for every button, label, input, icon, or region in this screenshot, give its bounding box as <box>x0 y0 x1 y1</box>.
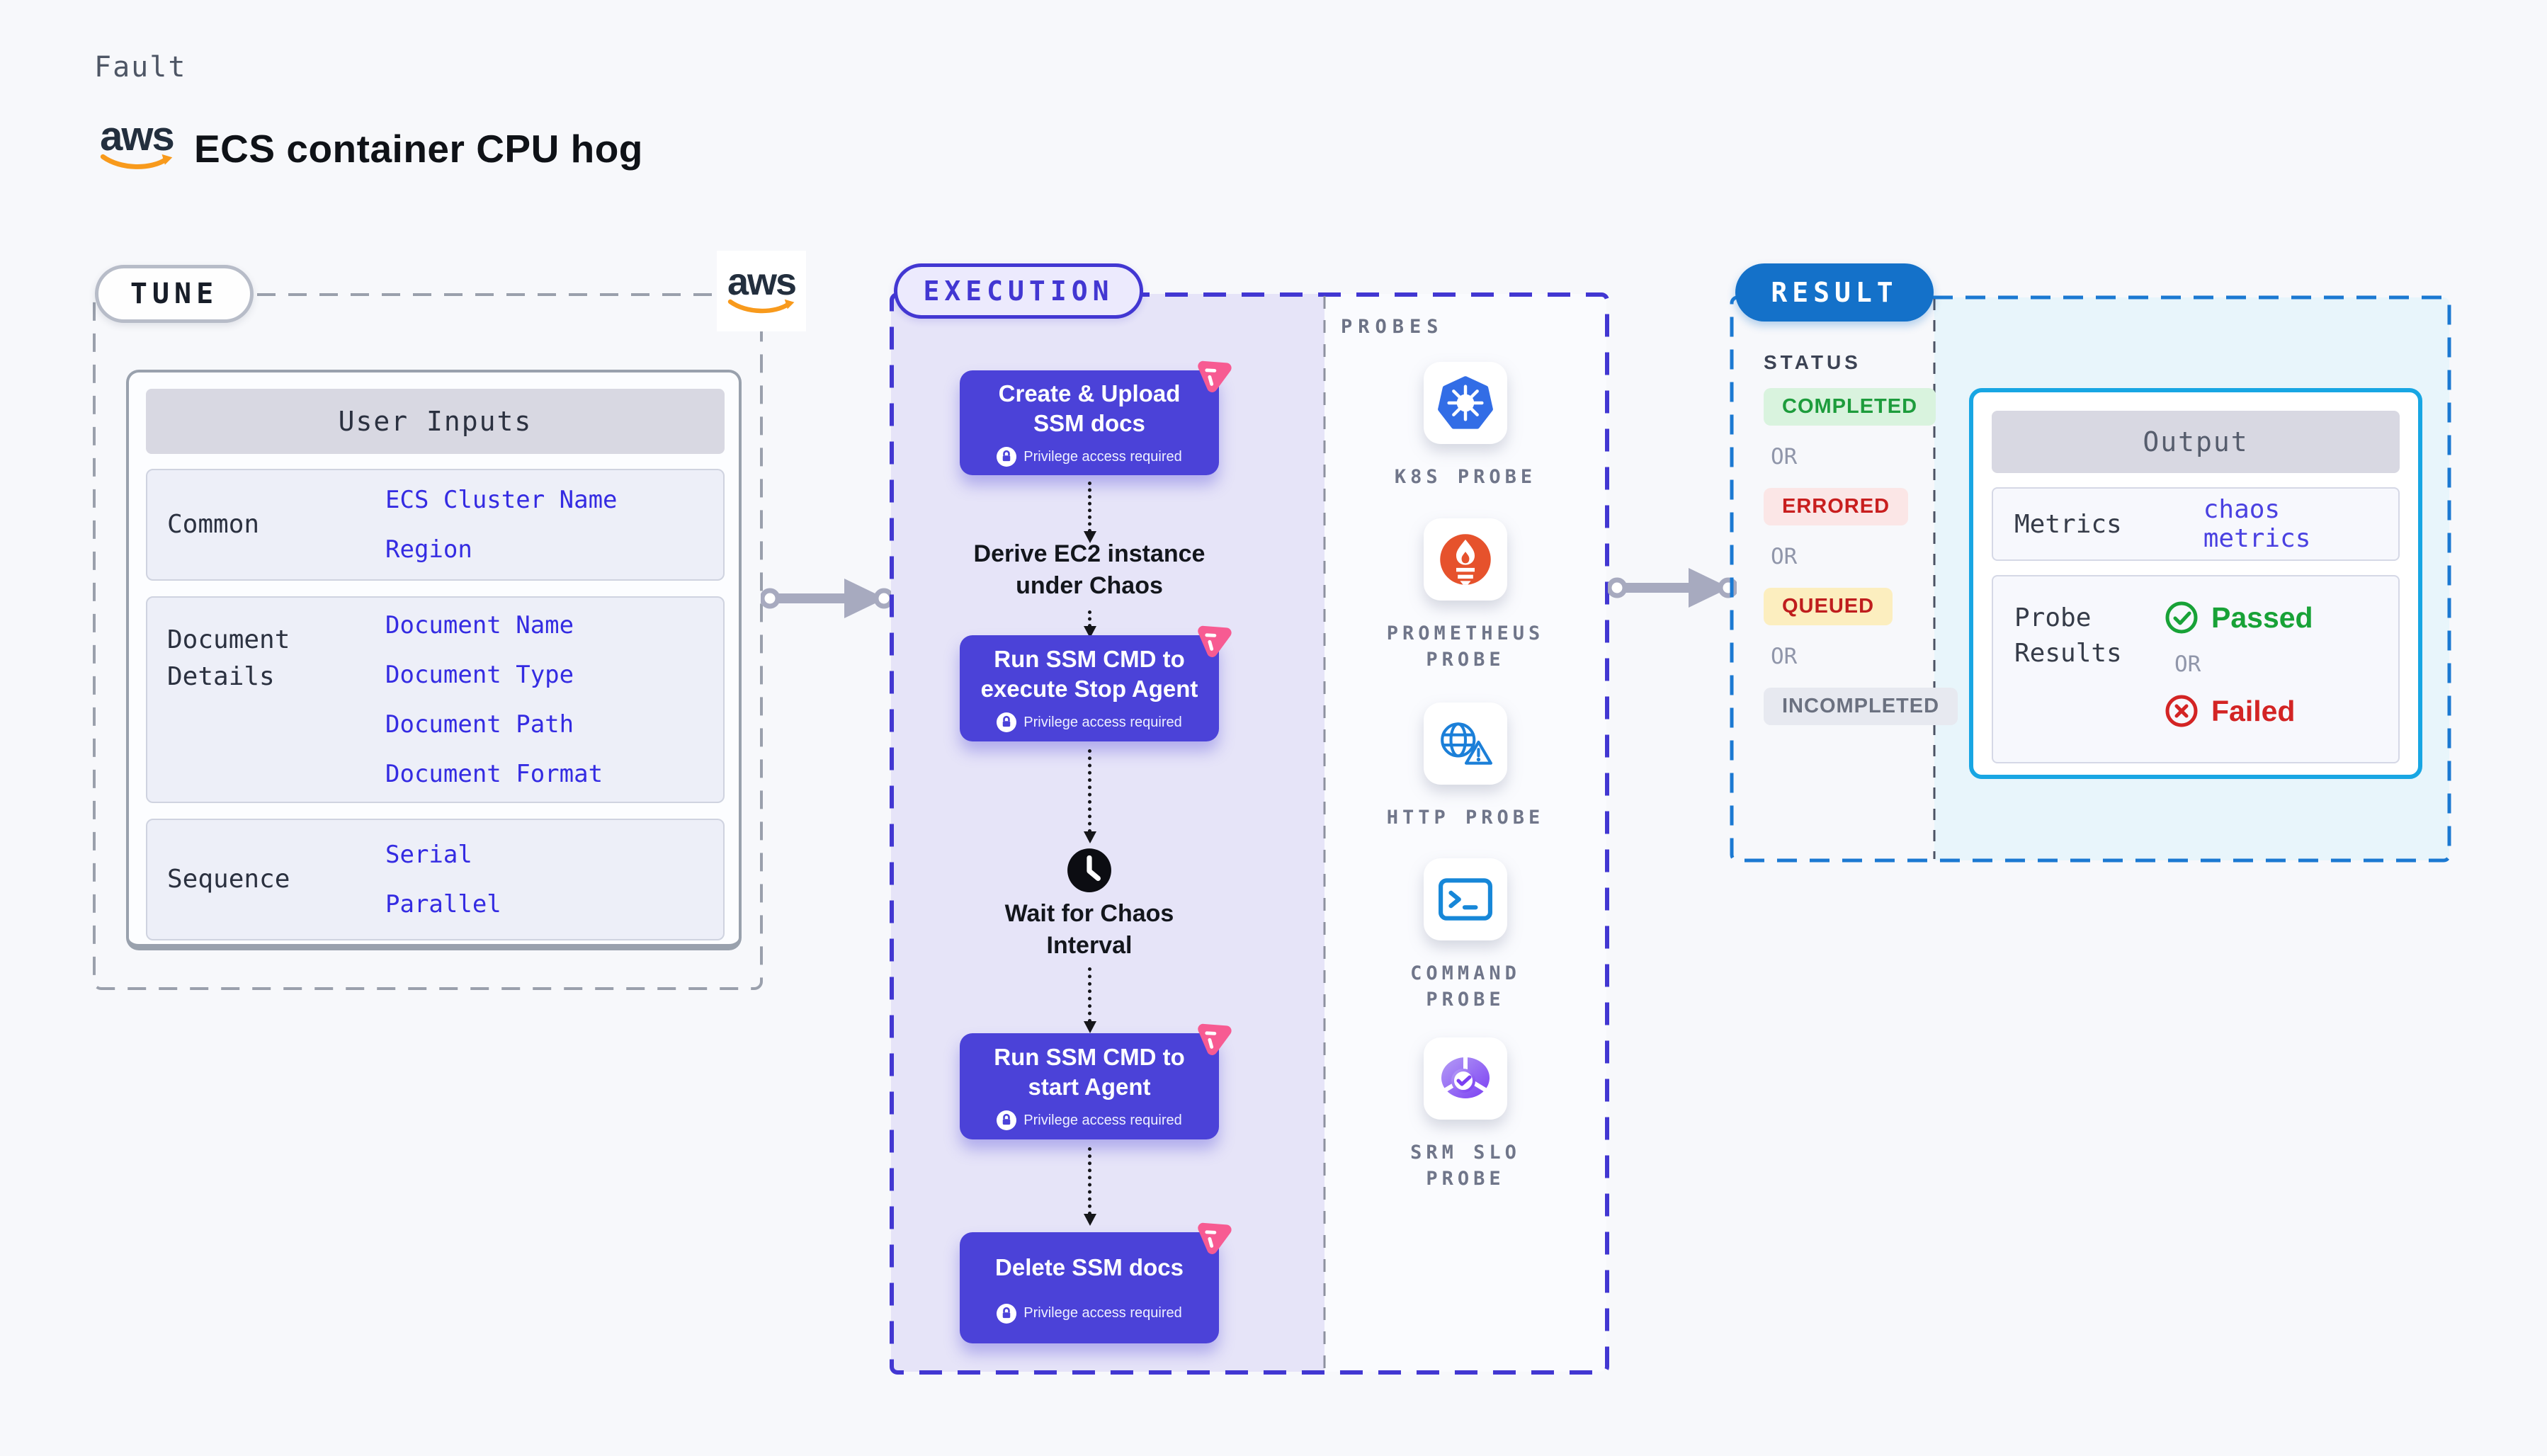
kubernetes-icon <box>1424 362 1507 444</box>
tune-to-execution-arrow <box>761 579 892 618</box>
or-separator: OR <box>1771 544 1798 569</box>
aws-smile-icon <box>100 154 173 170</box>
input-value: Document Format <box>385 760 603 788</box>
output-header: Output <box>1992 411 2400 473</box>
or-separator: OR <box>1771 444 1798 470</box>
row-label: Common <box>167 510 260 539</box>
status-badge-completed: COMPLETED <box>1764 388 1936 426</box>
input-value: Serial <box>385 841 472 869</box>
flow-arrow-down <box>1084 967 1096 1033</box>
step-derive-ec2-instance: Derive EC2 instance under Chaos <box>973 540 1206 599</box>
user-inputs-header: User Inputs <box>146 389 725 454</box>
flow-arrow-down <box>1084 1147 1096 1226</box>
aws-logo: aws <box>93 113 181 172</box>
probe-prometheus: PROMETHEUS PROBE <box>1366 518 1565 673</box>
flow-arrow-down <box>1084 482 1096 543</box>
lock-icon <box>997 1303 1017 1324</box>
chaos-step-icon <box>1198 1222 1232 1254</box>
input-value: Document Path <box>385 710 574 739</box>
step-run-ssm-cmd-start-agent: Run SSM CMD to start Agent Privilege acc… <box>960 1023 1232 1139</box>
probes-heading: PROBES <box>1341 316 1444 338</box>
row-values: Document Name Document Type Document Pat… <box>385 598 723 802</box>
probe-command: COMMAND PROBE <box>1366 858 1565 1013</box>
execution-to-result-arrow <box>1608 568 1737 608</box>
user-inputs-table: User Inputs Common ECS Cluster Name Regi… <box>126 370 742 950</box>
aws-logo-text: aws <box>100 113 175 159</box>
status-list: COMPLETED OR ERRORED OR QUEUED OR INCOMP… <box>1764 388 1958 725</box>
table-row-common: Common ECS Cluster Name Region <box>146 469 725 581</box>
tune-aws-logo: aws <box>717 251 806 331</box>
x-circle-icon <box>2165 695 2198 727</box>
input-value: Document Name <box>385 611 574 639</box>
privilege-badge: Privilege access required <box>997 712 1182 732</box>
status-badge-queued: QUEUED <box>1764 588 1893 625</box>
slo-pie-check-icon <box>1424 1037 1507 1120</box>
prometheus-icon <box>1424 518 1507 601</box>
row-values: Serial Parallel <box>385 820 723 939</box>
probe-result-failed: Failed <box>2165 694 2313 728</box>
step-wait-for-chaos-interval: Wait for Chaos Interval <box>1004 900 1174 959</box>
probe-http: HTTP PROBE <box>1366 703 1565 831</box>
status-badge-errored: ERRORED <box>1764 488 1909 525</box>
probe-result-passed: Passed <box>2165 601 2313 635</box>
status-heading: STATUS <box>1764 351 1861 373</box>
input-value: Region <box>385 535 472 564</box>
output-panel: Output Metrics chaos metrics Probe Resul… <box>1969 388 2422 779</box>
globe-warning-icon <box>1424 703 1507 785</box>
probe-results-label: Probe Results <box>2014 603 2122 668</box>
input-value: Document Type <box>385 661 574 689</box>
or-separator: OR <box>1771 644 1798 669</box>
lock-icon <box>997 1110 1017 1130</box>
status-badge-incompleted: INCOMPLETED <box>1764 688 1958 725</box>
lock-icon <box>997 447 1017 467</box>
probe-srm-slo: SRM SLO PROBE <box>1366 1037 1565 1192</box>
fault-kicker: Fault <box>94 51 187 84</box>
row-label: Sequence <box>167 865 290 894</box>
step-delete-ssm-docs: Delete SSM docs Privilege access require… <box>960 1222 1232 1343</box>
input-value: Parallel <box>385 890 501 918</box>
metrics-value: chaos metrics <box>2203 495 2311 553</box>
flow-arrow-down <box>1084 749 1096 843</box>
probe-results-row: Probe Results Passed OR Fai <box>1992 575 2400 763</box>
table-row-document-details: Document Details Document Name Document … <box>146 596 725 803</box>
lock-icon <box>997 712 1017 732</box>
table-row-sequence: Sequence Serial Parallel <box>146 819 725 940</box>
tune-section-label: TUNE <box>95 265 254 323</box>
chaos-step-icon <box>1198 360 1232 392</box>
privilege-badge: Privilege access required <box>997 1303 1182 1324</box>
privilege-badge: Privilege access required <box>997 1110 1182 1130</box>
input-value: ECS Cluster Name <box>385 486 618 514</box>
execution-section-label: EXECUTION <box>894 263 1143 319</box>
flow-arrow-down <box>1084 610 1096 638</box>
row-values: ECS Cluster Name Region <box>385 470 723 579</box>
metrics-row: Metrics chaos metrics <box>1992 487 2400 561</box>
metrics-label: Metrics <box>2014 509 2122 539</box>
step-run-ssm-cmd-stop-agent: Run SSM CMD to execute Stop Agent Privil… <box>960 625 1232 741</box>
page-title: ECS container CPU hog <box>194 127 643 171</box>
terminal-icon <box>1424 858 1507 940</box>
check-circle-icon <box>2165 601 2198 634</box>
chaos-step-icon <box>1198 1023 1232 1055</box>
probe-k8s: K8S PROBE <box>1366 362 1565 490</box>
result-section-label: RESULT <box>1735 263 1934 322</box>
chaos-step-icon <box>1198 625 1232 657</box>
or-separator: OR <box>2174 652 2201 677</box>
step-create-upload-ssm-docs: Create & Upload SSM docs Privilege acces… <box>960 360 1232 475</box>
privilege-badge: Privilege access required <box>997 447 1182 467</box>
tune-aws-logo-text: aws <box>727 261 797 304</box>
aws-smile-icon <box>727 299 795 314</box>
clock-icon <box>1066 847 1113 894</box>
row-label: Document Details <box>167 625 290 691</box>
